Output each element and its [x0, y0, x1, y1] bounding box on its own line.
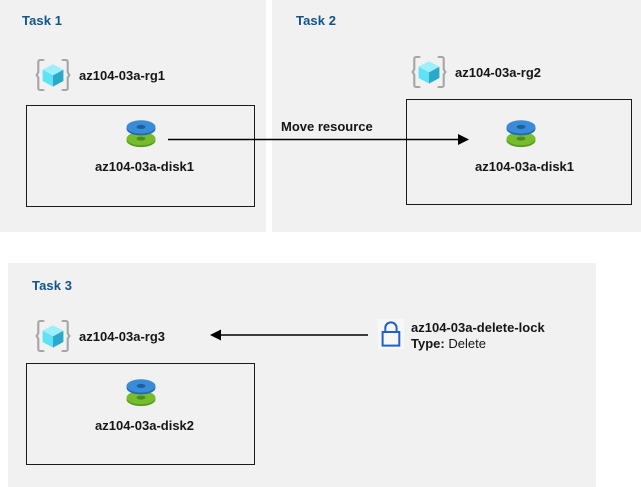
move-resource-label: Move resource	[281, 119, 373, 134]
managed-disk-icon	[499, 112, 543, 156]
task-2-resource-group-label: az104-03a-rg2	[455, 64, 541, 80]
task-1-resource[interactable]: az104-03a-disk1	[95, 112, 195, 174]
task-3-panel	[8, 263, 596, 487]
task-1-resource-label: az104-03a-disk1	[95, 159, 195, 174]
delete-lock-type-text: Delete	[448, 335, 486, 351]
lock-icon	[378, 319, 404, 349]
task-1-resource-group-label: az104-03a-rg1	[79, 67, 165, 83]
delete-lock-name: az104-03a-delete-lock	[411, 320, 545, 335]
lock-apply-arrow	[210, 329, 368, 341]
move-resource-arrow	[168, 134, 469, 145]
managed-disk-icon	[119, 371, 163, 415]
delete-lock-type-label: Type:	[411, 335, 445, 351]
task-1-panel	[0, 0, 266, 232]
task-3-resource-group-label: az104-03a-rg3	[79, 328, 165, 344]
task-2-resource[interactable]: az104-03a-disk1	[475, 112, 575, 174]
resource-group-icon	[34, 317, 72, 355]
resource-group-icon	[410, 53, 448, 91]
resource-group-icon	[34, 56, 72, 94]
task-3-resource-label: az104-03a-disk2	[95, 418, 195, 433]
delete-lock[interactable]: az104-03a-delete-lock Type: Delete	[378, 319, 545, 352]
task-3-resource-box	[26, 363, 255, 465]
task-1-title: Task 1	[22, 13, 63, 28]
delete-lock-type: Type: Delete	[411, 336, 545, 352]
task-3-resource[interactable]: az104-03a-disk2	[95, 371, 195, 433]
task-3-resource-group[interactable]: az104-03a-rg3	[34, 317, 165, 355]
task-1-resource-group[interactable]: az104-03a-rg1	[34, 56, 165, 94]
managed-disk-icon	[119, 112, 163, 156]
task-2-resource-group[interactable]: az104-03a-rg2	[410, 53, 541, 91]
task-2-resource-box	[406, 99, 632, 205]
task-2-resource-label: az104-03a-disk1	[475, 159, 575, 174]
task-3-title: Task 3	[32, 278, 73, 293]
task-2-panel	[272, 0, 641, 232]
task-2-title: Task 2	[296, 13, 337, 28]
task-1-resource-box	[26, 105, 255, 207]
